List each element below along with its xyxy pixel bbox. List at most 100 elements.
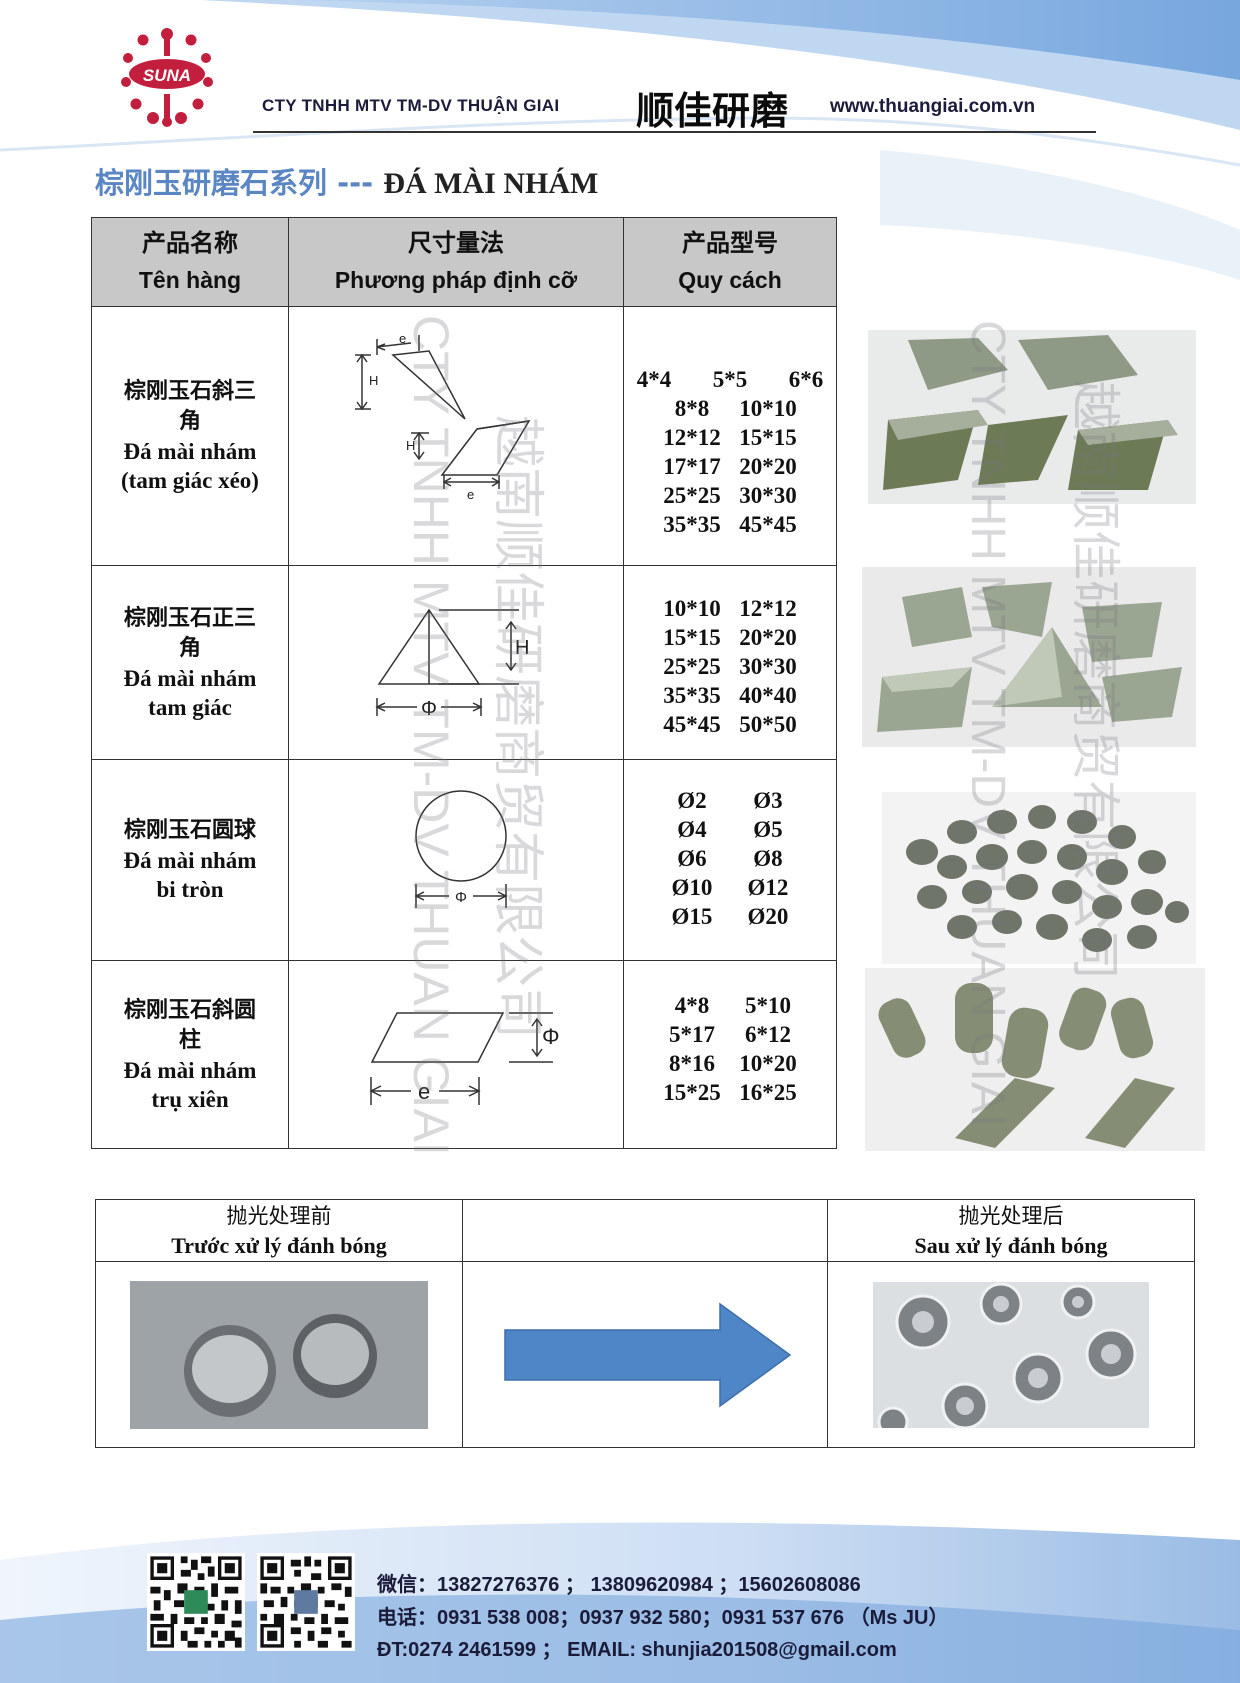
title-cn: 棕刚玉研磨石系列 xyxy=(95,166,328,200)
company-name-cn: 顺佳研磨 xyxy=(636,89,789,133)
spec-value: 5*10 xyxy=(745,993,791,1018)
before-header: 抛光处理前 Trước xử lý đánh bóng xyxy=(95,1199,463,1262)
after-cn: 抛光处理后 xyxy=(958,1203,1064,1228)
page-title: 棕刚玉研磨石系列 --- ĐÁ MÀI NHÁM xyxy=(95,160,598,202)
title-separator: --- xyxy=(327,166,384,200)
spec-value: 4*8 xyxy=(674,993,710,1018)
spec-row: 15*25 16*25 xyxy=(624,1078,836,1107)
angled-cylinder-photo xyxy=(865,968,1205,1151)
header-divider xyxy=(253,131,1096,133)
label-H: H xyxy=(515,637,529,659)
label-phi: Φ xyxy=(455,889,467,906)
header-cn: 产品名称 xyxy=(142,229,238,257)
label-phi: Φ xyxy=(542,1024,560,1049)
product-table: 产品名称 Tên hàng 尺寸量法 Phương pháp định cỡ 产… xyxy=(91,217,837,1149)
spec-value: 10*10 xyxy=(663,596,721,621)
name-vn: trụ xiên xyxy=(151,1086,229,1112)
label-phi: Φ xyxy=(421,698,437,720)
watermark-cn: 越南顺佳研磨商贸有限公司 xyxy=(487,415,547,1040)
spec-value: 25*25 xyxy=(663,654,721,679)
spec-value: 15*15 xyxy=(739,425,797,450)
header-cn: 尺寸量法 xyxy=(408,229,504,257)
spec-value: Ø20 xyxy=(747,904,789,929)
label-e: e xyxy=(399,331,406,346)
suna-logo xyxy=(108,22,226,130)
spec-value: Ø6 xyxy=(677,846,707,871)
header-vn: Quy cách xyxy=(678,267,782,293)
watermark-en: CTY TNHH MTV TM-DV THUAN GIAI xyxy=(961,320,1014,1128)
header-measure-method: 尺寸量法 Phương pháp định cỡ xyxy=(288,217,624,307)
name-cn: 棕刚玉石正三 xyxy=(123,605,256,631)
name-vn: Đá mài nhám xyxy=(123,848,257,873)
spec-value: 4*4 xyxy=(636,367,672,392)
spec-value: 8*8 xyxy=(674,396,710,421)
name-cn: 角 xyxy=(178,635,201,661)
label-H: H xyxy=(406,438,415,453)
qr-code-icon xyxy=(257,1553,355,1651)
table-row: 棕刚玉石正三 角 Đá mài nhám tam giác H xyxy=(91,565,837,760)
spec-value: 20*20 xyxy=(739,625,797,650)
spec-row: 17*17 20*20 xyxy=(624,452,836,481)
website-link[interactable]: www.thuangiai.com.vn xyxy=(830,96,1036,117)
polish-header-row: 抛光处理前 Trước xử lý đánh bóng 抛光处理后 Sau xử… xyxy=(95,1199,1195,1262)
spec-value: 10*20 xyxy=(739,1051,797,1076)
spec-value: 45*45 xyxy=(739,512,797,537)
product-name-cell: 棕刚玉石圆球 Đá mài nhám bi tròn xyxy=(91,759,289,961)
spec-value: Ø5 xyxy=(753,817,783,842)
spec-value: 6*12 xyxy=(745,1022,791,1047)
footer-contact: ĐT:0274 2461599 ； EMAIL: shunjia201508@g… xyxy=(377,1639,897,1661)
spec-value: 15*15 xyxy=(663,625,721,650)
name-cn: 棕刚玉石斜圆 xyxy=(123,997,256,1023)
spec-row: 25*25 30*30 xyxy=(624,652,836,681)
product-name-cell: 棕刚玉石正三 角 Đá mài nhám tam giác xyxy=(91,565,289,760)
spec-value: Ø2 xyxy=(677,788,707,813)
spec-value: 16*25 xyxy=(739,1080,797,1105)
table-row: 棕刚玉石斜圆 柱 Đá mài nhám trụ xiên Φ e xyxy=(91,960,837,1149)
header-spec: 产品型号 Quy cách xyxy=(623,217,837,307)
angled-triangle-diagram: e H H e xyxy=(355,331,531,502)
product-name-cell: 棕刚玉石斜三 角 Đá mài nhám (tam giác xéo) xyxy=(91,306,289,566)
spec-value: 30*30 xyxy=(739,654,797,679)
spec-row: 35*35 45*45 xyxy=(624,510,836,539)
spec-value: 45*45 xyxy=(663,712,721,737)
before-cn: 抛光处理前 xyxy=(226,1203,332,1228)
name-vn: tam giác xyxy=(148,694,232,720)
arrow-cell xyxy=(462,1261,828,1448)
header-product-name: 产品名称 Tên hàng xyxy=(91,217,289,307)
after-polish-photo xyxy=(873,1281,1149,1428)
arrow-right-icon xyxy=(504,1302,792,1407)
spec-value: 15*25 xyxy=(663,1080,721,1105)
product-name-cell: 棕刚玉石斜圆 柱 Đá mài nhám trụ xiên xyxy=(91,960,289,1149)
sphere-diagram: Φ xyxy=(414,790,508,908)
name-cn: 棕刚玉石斜三 xyxy=(123,379,256,404)
spec-value: 35*35 xyxy=(663,512,721,537)
before-polish-photo xyxy=(130,1280,428,1429)
header-vn: Phương pháp định cỡ xyxy=(334,267,578,293)
spec-value: 25*25 xyxy=(663,483,721,508)
before-image-cell xyxy=(95,1261,463,1448)
logo-text: SUNA xyxy=(142,66,192,85)
spec-row: Ø2 Ø3 xyxy=(624,786,836,815)
spec-value: Ø12 xyxy=(747,875,789,900)
angled-cylinder-diagram: Φ e xyxy=(369,1012,560,1105)
spec-value: Ø3 xyxy=(753,788,783,813)
spec-value: Ø10 xyxy=(671,875,713,900)
diagram-cell: e H H e xyxy=(288,306,624,566)
after-image-cell xyxy=(827,1261,1195,1448)
spec-value: 20*20 xyxy=(739,454,797,479)
spec-value: 17*17 xyxy=(663,454,721,479)
spec-row: Ø10 Ø12 xyxy=(624,873,836,902)
spec-row: 15*15 20*20 xyxy=(624,623,836,652)
